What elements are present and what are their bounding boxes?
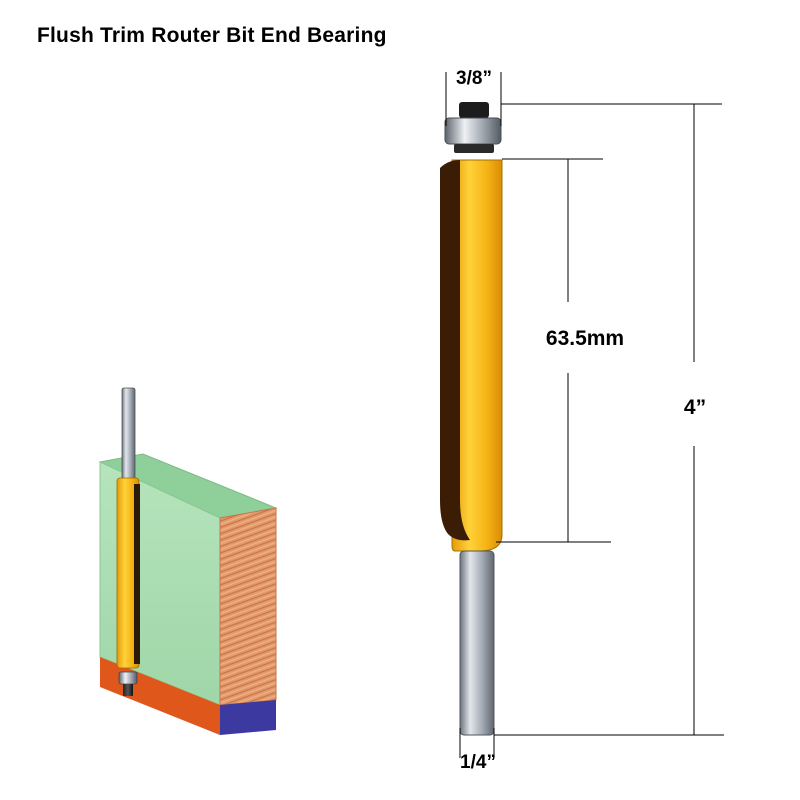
small-bit-flute <box>134 484 140 664</box>
small-bit-bearing <box>118 671 138 685</box>
small-bit-tip <box>123 684 133 696</box>
bearing-washer <box>454 144 494 153</box>
shank-diameter-label: 1/4” <box>460 752 496 773</box>
page-title: Flush Trim Router Bit End Bearing <box>37 24 387 47</box>
small-bit-shank <box>121 387 136 481</box>
cutter-flute <box>440 160 470 541</box>
bearing <box>444 117 502 145</box>
router-bit <box>440 102 503 736</box>
bearing-diameter-label: 3/8” <box>456 68 492 89</box>
workpiece-grain-face <box>219 507 277 706</box>
overall-length-label: 4” <box>684 396 706 419</box>
dimension-lines <box>445 72 724 758</box>
shank <box>459 550 495 736</box>
cutting-length-label: 63.5mm <box>546 327 624 350</box>
workpiece-illustration <box>98 387 278 735</box>
base-strip <box>220 700 276 735</box>
bearing-bolt <box>459 102 489 118</box>
